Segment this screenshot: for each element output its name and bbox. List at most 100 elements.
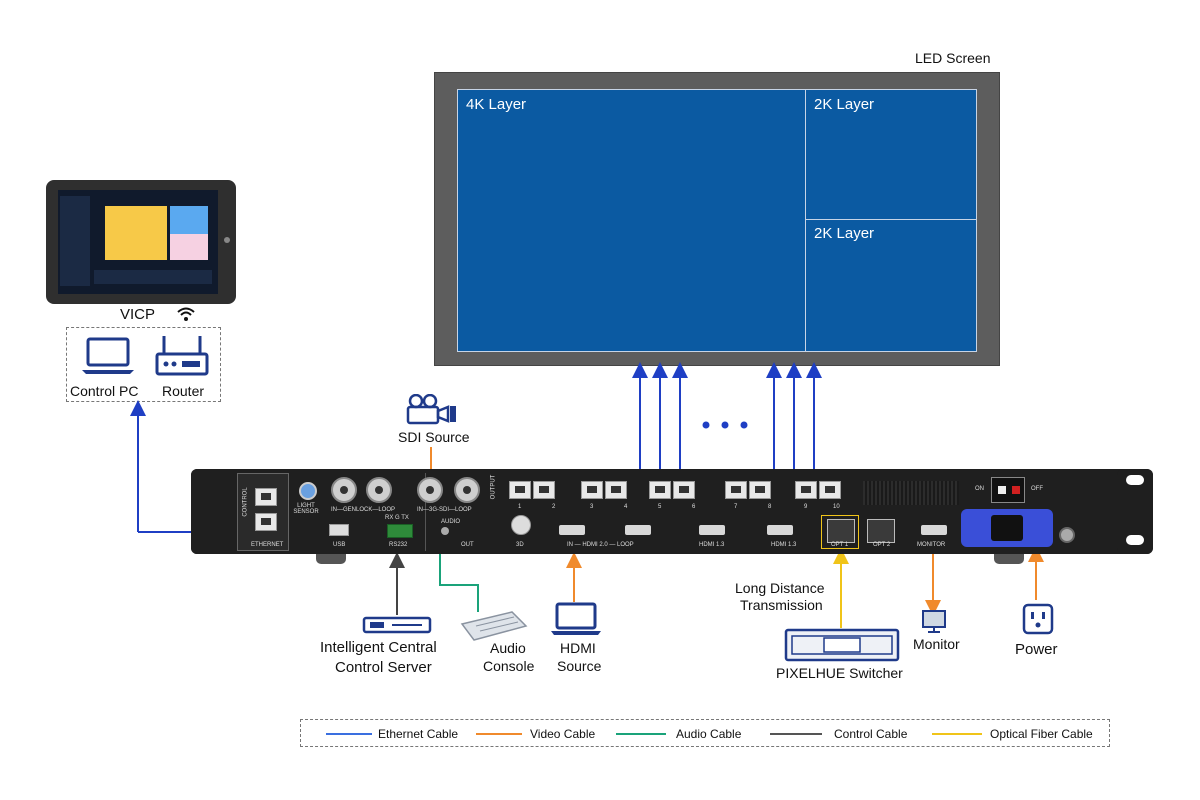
sdi-label: IN—3G-SDI—LOOP [417,507,472,513]
ellipsis-dot-1 [702,421,710,429]
hdmi-laptop-icon [550,602,602,641]
legend-control-line [770,733,822,735]
legend-control-label: Control Cable [834,727,908,741]
off-label: OFF [1031,486,1043,492]
port-num-10: 10 [833,504,840,510]
layer-divider-horizontal [805,219,976,220]
output-port-8[interactable] [749,481,771,499]
monitor-label: Monitor [913,636,960,652]
monitor-port[interactable] [921,525,947,535]
on-label: ON [975,486,984,492]
port-num-9: 9 [804,504,808,510]
power-label: Power [1015,641,1058,658]
opt1-port[interactable] [827,519,855,543]
processor-device: CONTROL ETHERNET LIGHT SENSOR USB RX G T… [191,469,1153,554]
long-distance-line1: Long Distance [735,580,825,596]
hdmi20-loop-port[interactable] [625,525,651,535]
switch-on [998,486,1006,494]
server-label-line1: Intelligent Central [320,639,437,656]
device-foot-left [316,554,346,564]
port-num-8: 8 [768,504,772,510]
laptop-icon [80,336,136,381]
rack-hole-right-top [1126,475,1144,485]
ethernet-port-1[interactable] [255,488,277,506]
audio-out-label: OUT [461,542,474,548]
output-port-3[interactable] [581,481,603,499]
server-icon [362,614,432,641]
ethernet-port-2[interactable] [255,513,277,531]
opt2-port[interactable] [867,519,895,543]
port-num-7: 7 [734,504,738,510]
hdmi20-label: IN — HDMI 2.0 — LOOP [567,542,634,548]
output-port-2[interactable] [533,481,555,499]
legend-ethernet-line [326,733,372,735]
opt1-label: OPT 1 [831,542,849,548]
hdmi13-label-3: HDMI 1.3 [771,542,797,548]
layer-4k-label: 4K Layer [466,96,527,113]
output-port-10[interactable] [819,481,841,499]
hdmi13-port-3[interactable] [767,525,793,535]
genlock-label: IN—GENLOCK—LOOP [331,507,396,513]
output-port-6[interactable] [673,481,695,499]
hdmi13-port-2[interactable] [699,525,725,535]
sdi-source-label: SDI Source [398,429,470,445]
hdmi20-in-port[interactable] [559,525,585,535]
genlock-in-port[interactable] [331,477,357,503]
port-num-4: 4 [624,504,628,510]
output-port-9[interactable] [795,481,817,499]
tablet-screen [58,190,218,294]
power-socket [991,515,1023,541]
wifi-icon [176,306,196,327]
vent-grille [863,481,959,505]
genlock-loop-port[interactable] [366,477,392,503]
sdi-divider [425,473,426,551]
device-foot-right [994,554,1024,564]
hdmi13-label-2: HDMI 1.3 [699,542,725,548]
power-inlet[interactable] [961,509,1053,547]
rs232-label: RS232 [389,542,408,548]
audio-label-line2: Console [483,658,535,674]
rxgtx-label: RX G TX [385,515,409,521]
opt2-label: OPT 2 [873,542,891,548]
legend-audio-line [616,733,666,735]
light-sensor [299,482,317,500]
led-screen-title: LED Screen [915,50,991,66]
camera-icon [404,393,460,431]
3d-port[interactable] [511,515,531,535]
port-num-1: 1 [518,504,522,510]
output-port-7[interactable] [725,481,747,499]
router-label: Router [162,383,205,399]
ellipsis-dot-2 [721,421,729,429]
audio-out-jack[interactable] [441,527,449,535]
audio-console-icon [456,610,528,647]
tablet-yellow-window [105,206,167,260]
ellipsis-dot-3 [740,421,748,429]
tablet-sidebar [60,196,90,286]
control-label: CONTROL [242,487,249,517]
sdi-loop-port[interactable] [454,477,480,503]
switcher-label: PIXELHUE Switcher [776,665,903,681]
port-num-5: 5 [658,504,662,510]
output-port-1[interactable] [509,481,531,499]
server-label-line2: Control Server [335,659,432,676]
output-port-5[interactable] [649,481,671,499]
light-sensor-label: LIGHT SENSOR [293,503,319,515]
usb-port[interactable] [329,524,349,536]
audio-label: AUDIO [441,519,461,525]
legend-video-label: Video Cable [530,727,596,741]
output-port-4[interactable] [605,481,627,499]
layer-2k-bottom-label: 2K Layer [814,225,875,242]
rack-hole-right-bottom [1126,535,1144,545]
rs232-port[interactable] [387,524,413,538]
layer-divider-vertical [805,90,806,351]
port-num-2: 2 [552,504,556,510]
led-screen: 4K Layer 2K Layer 2K Layer [457,89,977,352]
sdi-in-port[interactable] [417,477,443,503]
router-icon [154,334,210,383]
tablet-pink-window [170,234,208,260]
power-switch[interactable] [991,477,1025,503]
tablet-blue-window [170,206,208,234]
legend-audio-label: Audio Cable [676,727,742,741]
switch-off [1012,486,1020,494]
monitor-port-label: MONITOR [917,542,946,548]
